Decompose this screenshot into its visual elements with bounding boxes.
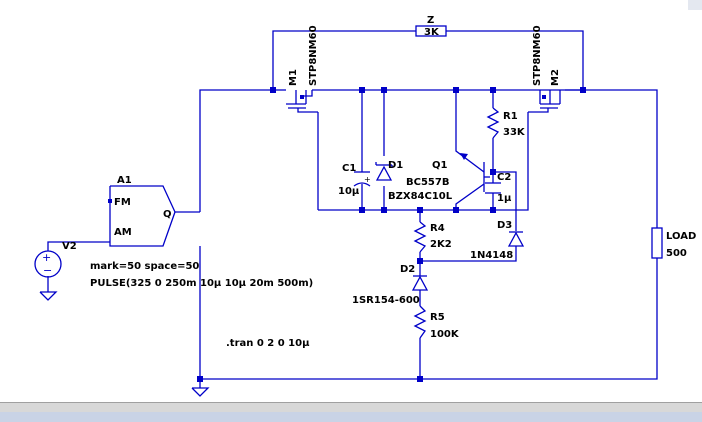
- ground-symbol: [39, 291, 58, 301]
- wire-r1-b: [492, 138, 508, 173]
- junction-node: [453, 87, 459, 93]
- m1-ref-label: M1: [288, 69, 299, 86]
- d3-diode[interactable]: D3 1N4148: [470, 220, 525, 261]
- wire-z-loop-right: [446, 30, 584, 90]
- r5-ref-label: R5: [430, 312, 445, 323]
- d1-zener[interactable]: D1 BZX84C10L: [375, 160, 453, 202]
- q1-ref-label: Q1: [432, 160, 448, 171]
- v2-value-label: PULSE(325 0 250m 10µ 10µ 20m 500m): [90, 278, 313, 289]
- r5-value-label: 100K: [430, 329, 460, 340]
- a1-q-pin-label: Q: [163, 209, 172, 220]
- ground-symbol: [191, 387, 210, 397]
- horizontal-scrollbar[interactable]: [0, 402, 702, 413]
- wire-q1-top: [455, 90, 485, 173]
- junction-node: [197, 376, 203, 382]
- junction-node: [417, 258, 423, 264]
- d1-value-label: BZX84C10L: [388, 191, 453, 202]
- c2-ref-label: C2: [497, 172, 511, 183]
- junction-node: [359, 207, 365, 213]
- r4-ref-label: R4: [430, 223, 445, 234]
- r4-resistor[interactable]: R4 2K2: [413, 221, 452, 253]
- d3-ref-label: D3: [497, 220, 512, 231]
- junction-node: [490, 87, 496, 93]
- wire-v2-top: [47, 241, 110, 251]
- d3-value-label: 1N4148: [470, 250, 513, 261]
- z-resistor[interactable]: Z 3K: [415, 15, 447, 38]
- q1-value-label: BC557B: [406, 177, 449, 188]
- wire-load-b: [200, 258, 658, 380]
- d1-ref-label: D1: [388, 160, 403, 171]
- m2-ref-label: M2: [550, 69, 561, 86]
- a1-fm-pin-label: FM: [114, 197, 131, 208]
- load-value-label: 500: [666, 248, 687, 259]
- svg-text:+: +: [42, 251, 51, 264]
- z-value-label: 3K: [424, 27, 440, 38]
- a1-am-pin-label: AM: [114, 227, 132, 238]
- r4-value-label: 2K2: [430, 239, 452, 250]
- wire-m1-left: [199, 89, 273, 212]
- tran-directive[interactable]: .tran 0 2 0 10µ: [226, 338, 310, 349]
- c1-value-label: 10µ: [338, 186, 360, 197]
- c1-ref-label: C1: [342, 163, 356, 174]
- r1-value-label: 33K: [503, 127, 526, 138]
- junction-node: [490, 169, 496, 175]
- junction-node: [270, 87, 276, 93]
- junction-node: [417, 207, 423, 213]
- junction-node: [453, 207, 459, 213]
- junctions: [197, 87, 586, 382]
- junction-node: [490, 207, 496, 213]
- wire-m2-right: [565, 89, 658, 228]
- m1-mosfet[interactable]: M1 STP8NM60: [276, 25, 319, 113]
- wire-z-loop: [272, 30, 416, 90]
- junction-node: [381, 87, 387, 93]
- svg-text:−: −: [43, 264, 52, 277]
- wire-q1-bot: [455, 183, 485, 210]
- c2-value-label: 1µ: [497, 193, 512, 204]
- window-corner: [688, 0, 702, 10]
- r1-resistor[interactable]: R1 33K: [486, 107, 526, 139]
- load-ref-label: LOAD: [666, 231, 696, 242]
- r1-ref-label: R1: [503, 111, 518, 122]
- a1-params-label: mark=50 space=50: [90, 261, 199, 272]
- status-band: [0, 412, 702, 422]
- svg-text:+: +: [364, 175, 371, 184]
- load-resistor[interactable]: LOAD 500: [651, 227, 696, 259]
- c2-capacitor[interactable]: C2 1µ: [485, 172, 512, 204]
- m2-mosfet[interactable]: STP8NM60 M2: [528, 25, 583, 113]
- wire-d3: [508, 171, 517, 231]
- wire-mid-rail: [318, 112, 529, 211]
- v2-voltage-source[interactable]: + − V2 PULSE(325 0 250m 10µ 10µ 20m 500m…: [34, 241, 313, 289]
- r5-resistor[interactable]: R5 100K: [413, 305, 460, 340]
- m2-value-label: STP8NM60: [532, 25, 543, 86]
- junction-node: [417, 376, 423, 382]
- c1-capacitor[interactable]: + C1 10µ: [338, 163, 371, 197]
- junction-node: [359, 87, 365, 93]
- d2-diode[interactable]: D2 1SR154-600: [352, 264, 429, 306]
- wire-d3-b: [420, 246, 517, 262]
- d2-value-label: 1SR154-600: [352, 295, 420, 306]
- a1-modulator[interactable]: A1 FM AM Q mark=50 space=50: [90, 175, 199, 272]
- d2-ref-label: D2: [400, 264, 415, 275]
- z-ref-label: Z: [427, 15, 434, 26]
- a1-ref-label: A1: [117, 175, 132, 186]
- junction-node: [381, 207, 387, 213]
- q1-transistor[interactable]: Q1 BC557B: [406, 153, 490, 192]
- v2-ref-label: V2: [62, 241, 77, 252]
- m1-value-label: STP8NM60: [308, 25, 319, 86]
- wires: [47, 30, 658, 388]
